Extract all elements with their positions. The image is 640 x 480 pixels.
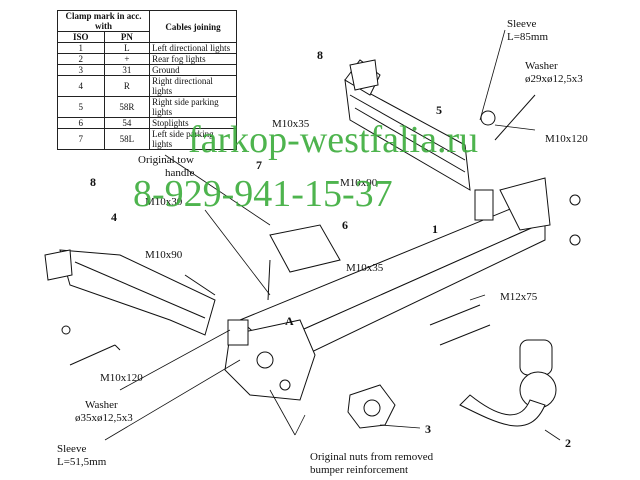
bolt-m10x90-mid: M10x90 — [340, 177, 378, 189]
handle-label: handle — [165, 167, 195, 179]
clamp-wiring-table: Clamp mark in acc. with Cables joining I… — [56, 10, 237, 150]
washer-bottom-label: Washer — [85, 399, 118, 411]
left-bracket — [44, 249, 216, 336]
leader-lines — [104, 29, 561, 441]
bolt-m10x90-left: M10x90 — [145, 249, 183, 261]
washer-top-label: Washer — [525, 60, 558, 72]
original-nuts-label: Original nuts from removed — [310, 451, 434, 463]
part-number-7: 7 — [256, 158, 262, 172]
original-tow-label: Original tow — [138, 154, 194, 166]
point-a-label: A — [285, 314, 294, 328]
part-number-4: 4 — [111, 210, 117, 224]
bolt-m10x35-b: M10x35 — [346, 262, 384, 274]
bolt-m10x30: M10x30 — [145, 196, 183, 208]
part-number-8-left: 8 — [90, 175, 96, 189]
bumper-reinforcement-label: bumper reinforcement — [310, 464, 409, 476]
sleeve-top-length: L=85mm — [507, 31, 549, 43]
sleeve-bottom-length: L=51,5mm — [57, 456, 107, 468]
washer-bottom-dim: ø35xø12,5x3 — [75, 412, 133, 424]
bolt-m12x75: M12x75 — [500, 291, 538, 303]
watermark-phone: 8-929-941-15-37 — [133, 173, 393, 215]
bolt-m10x120-top: M10x120 — [545, 133, 588, 145]
part-number-2: 2 — [565, 436, 571, 450]
socket-plate — [347, 384, 396, 429]
cables-header: Cables joining — [149, 10, 237, 43]
watermark-site: farkop-westfalia.ru — [188, 119, 479, 161]
part-number-1: 1 — [432, 222, 438, 236]
sleeve-bottom-label: Sleeve — [57, 443, 87, 455]
towball — [459, 339, 557, 427]
table-row: 2+Rear fog lights — [57, 53, 237, 65]
part-number-3: 3 — [425, 422, 431, 436]
washer-top-dim: ø29xø12,5x3 — [525, 73, 583, 85]
clamp-mark-header: Clamp mark in acc. with — [56, 10, 151, 32]
part-number-6: 6 — [342, 218, 348, 232]
part-number-5: 5 — [436, 103, 442, 117]
iso-header: ISO — [57, 31, 105, 43]
bracket-6 — [269, 224, 341, 273]
clip-top — [349, 59, 379, 91]
pn-header: PN — [103, 31, 151, 43]
bolt-m10x120-bottom: M10x120 — [100, 372, 143, 384]
part-number-8-top: 8 — [317, 48, 323, 62]
sleeve-top-label: Sleeve — [507, 18, 537, 30]
bolt-m10x35-a: M10x35 — [272, 118, 310, 130]
bolts-right — [429, 94, 581, 346]
